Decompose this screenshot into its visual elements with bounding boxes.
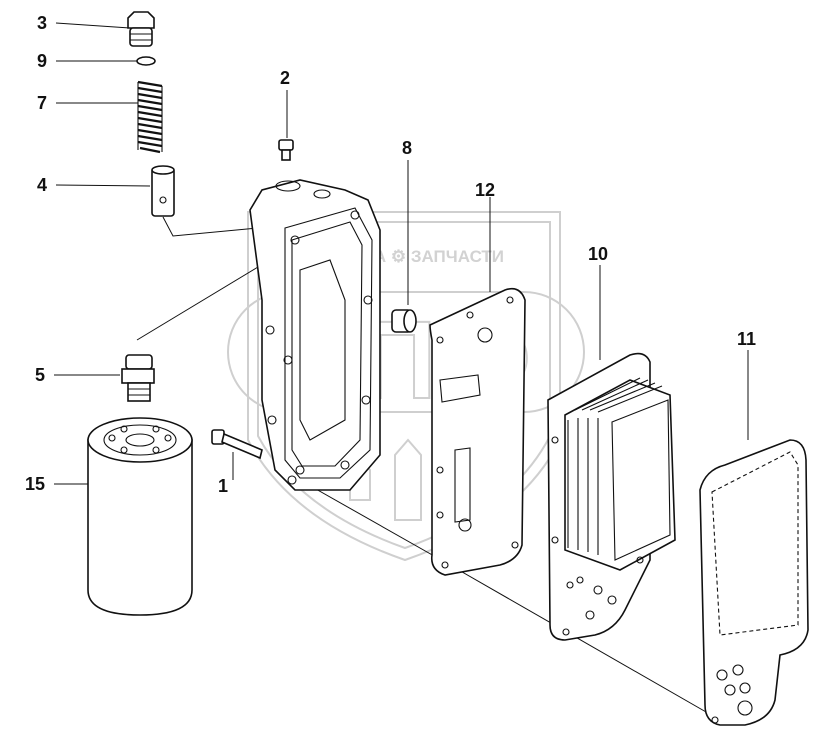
part-11-gasket <box>699 439 809 726</box>
filter-holes <box>108 425 172 454</box>
part-3-plug <box>127 11 155 47</box>
leader-lines <box>54 22 749 721</box>
part-5-nipple <box>121 354 155 402</box>
callout-15: 15 <box>25 474 45 494</box>
callout-10: 10 <box>588 244 608 264</box>
cooler-holes <box>551 436 644 636</box>
callout-12: 12 <box>475 180 495 200</box>
callout-labels: 3 9 7 4 2 8 12 10 11 5 15 1 <box>25 13 756 496</box>
part-1-bolt <box>211 429 263 460</box>
callout-2: 2 <box>280 68 290 88</box>
part-8-fitting <box>391 309 417 333</box>
part-15-oil-filter <box>87 417 193 616</box>
callout-1: 1 <box>218 476 228 496</box>
callout-5: 5 <box>35 365 45 385</box>
gasket-12-holes <box>436 296 519 569</box>
callout-8: 8 <box>402 138 412 158</box>
part-12-gasket <box>429 287 526 576</box>
callout-7: 7 <box>37 93 47 113</box>
part-9-o-ring <box>136 56 156 66</box>
part-2-bolt <box>278 139 294 161</box>
part-7-spring <box>137 80 163 154</box>
gasket-11-ports <box>711 664 753 724</box>
watermark-logo-frame <box>227 291 585 413</box>
housing-bolt-holes <box>265 210 373 485</box>
callout-9: 9 <box>37 51 47 71</box>
callout-11: 11 <box>737 329 756 349</box>
part-10-oil-cooler <box>547 352 676 641</box>
watermark-shield-outline <box>247 211 561 562</box>
callout-3: 3 <box>37 13 47 33</box>
oil-filter-housing <box>249 179 381 491</box>
part-4-valve-piston <box>151 165 175 217</box>
callout-4: 4 <box>37 175 47 195</box>
